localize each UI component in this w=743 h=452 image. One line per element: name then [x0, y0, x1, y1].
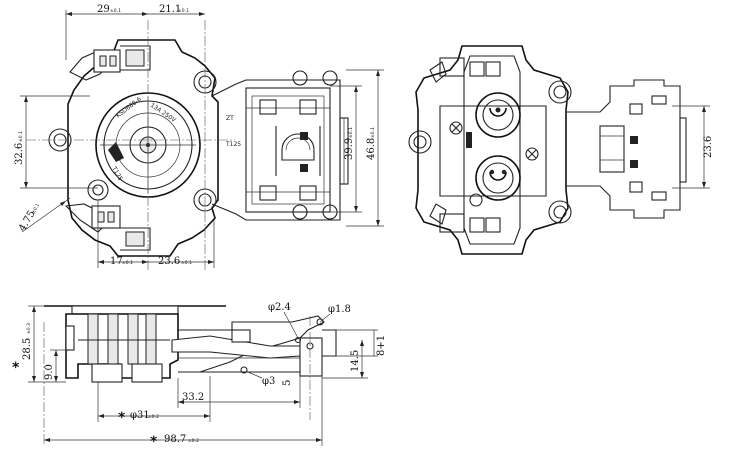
svg-text:±0.2: ±0.2	[148, 414, 159, 420]
svg-text:±0.1: ±0.1	[18, 131, 24, 142]
dim-height-left: 32.6	[14, 143, 25, 165]
dim-side-height-right: 14.5	[350, 350, 361, 372]
front-view: KSD688-6 13A 250V T125 ZT T125 29 ±0.1 2…	[14, 4, 384, 270]
svg-text:±0.2: ±0.2	[188, 438, 199, 444]
dim-height-mid: 39.9	[344, 138, 355, 160]
svg-text:±0.1: ±0.1	[110, 8, 121, 14]
svg-text:±0.1: ±0.1	[181, 260, 192, 266]
rear-view: 23.6	[408, 45, 714, 255]
dim-pin-2: φ1.8	[328, 304, 351, 315]
asterisk-2: *	[118, 410, 126, 426]
disc-marking-3: T125	[110, 165, 124, 183]
dim-total-length: 98.7	[164, 434, 186, 445]
svg-text:±0.1: ±0.1	[370, 127, 376, 138]
dim-side-offset: 8+1	[376, 335, 387, 356]
svg-text:T125: T125	[225, 141, 241, 148]
svg-text:±0.1: ±0.1	[31, 202, 42, 215]
dim-side-length: 33.2	[182, 392, 204, 403]
dim-side-height-small: 9.0	[44, 364, 55, 380]
asterisk-1: *	[12, 360, 20, 376]
dim-pin-3: φ3	[262, 376, 275, 387]
housing-marking: ZT	[226, 115, 234, 122]
dim-side-height: 28.5	[22, 338, 33, 360]
disc-marking-1: KSD688-6	[115, 96, 143, 120]
asterisk-3: *	[150, 434, 158, 450]
dim-side-dia: φ31	[130, 410, 150, 421]
svg-text:±0.1: ±0.1	[348, 127, 354, 138]
svg-text:±0.1: ±0.1	[178, 8, 189, 14]
side-view: 28.5 ±0.3 * 9.0 φ2.4 φ1.8 8+1 14.5 φ3 5 …	[12, 302, 387, 450]
dim-pin-1: φ2.4	[268, 302, 291, 313]
dim-small-5: 5	[282, 380, 293, 386]
dim-right-view-height: 23.6	[703, 136, 714, 158]
svg-text:±0.3: ±0.3	[26, 323, 32, 334]
dim-top-left: 29	[97, 4, 110, 15]
svg-text:±0.1: ±0.1	[122, 260, 133, 266]
dim-height-right: 46.8	[366, 138, 377, 160]
dim-bottom-right: 23.6	[158, 256, 180, 267]
dim-top-right: 21.1	[159, 4, 181, 15]
dim-bottom-left: 17	[110, 256, 123, 267]
